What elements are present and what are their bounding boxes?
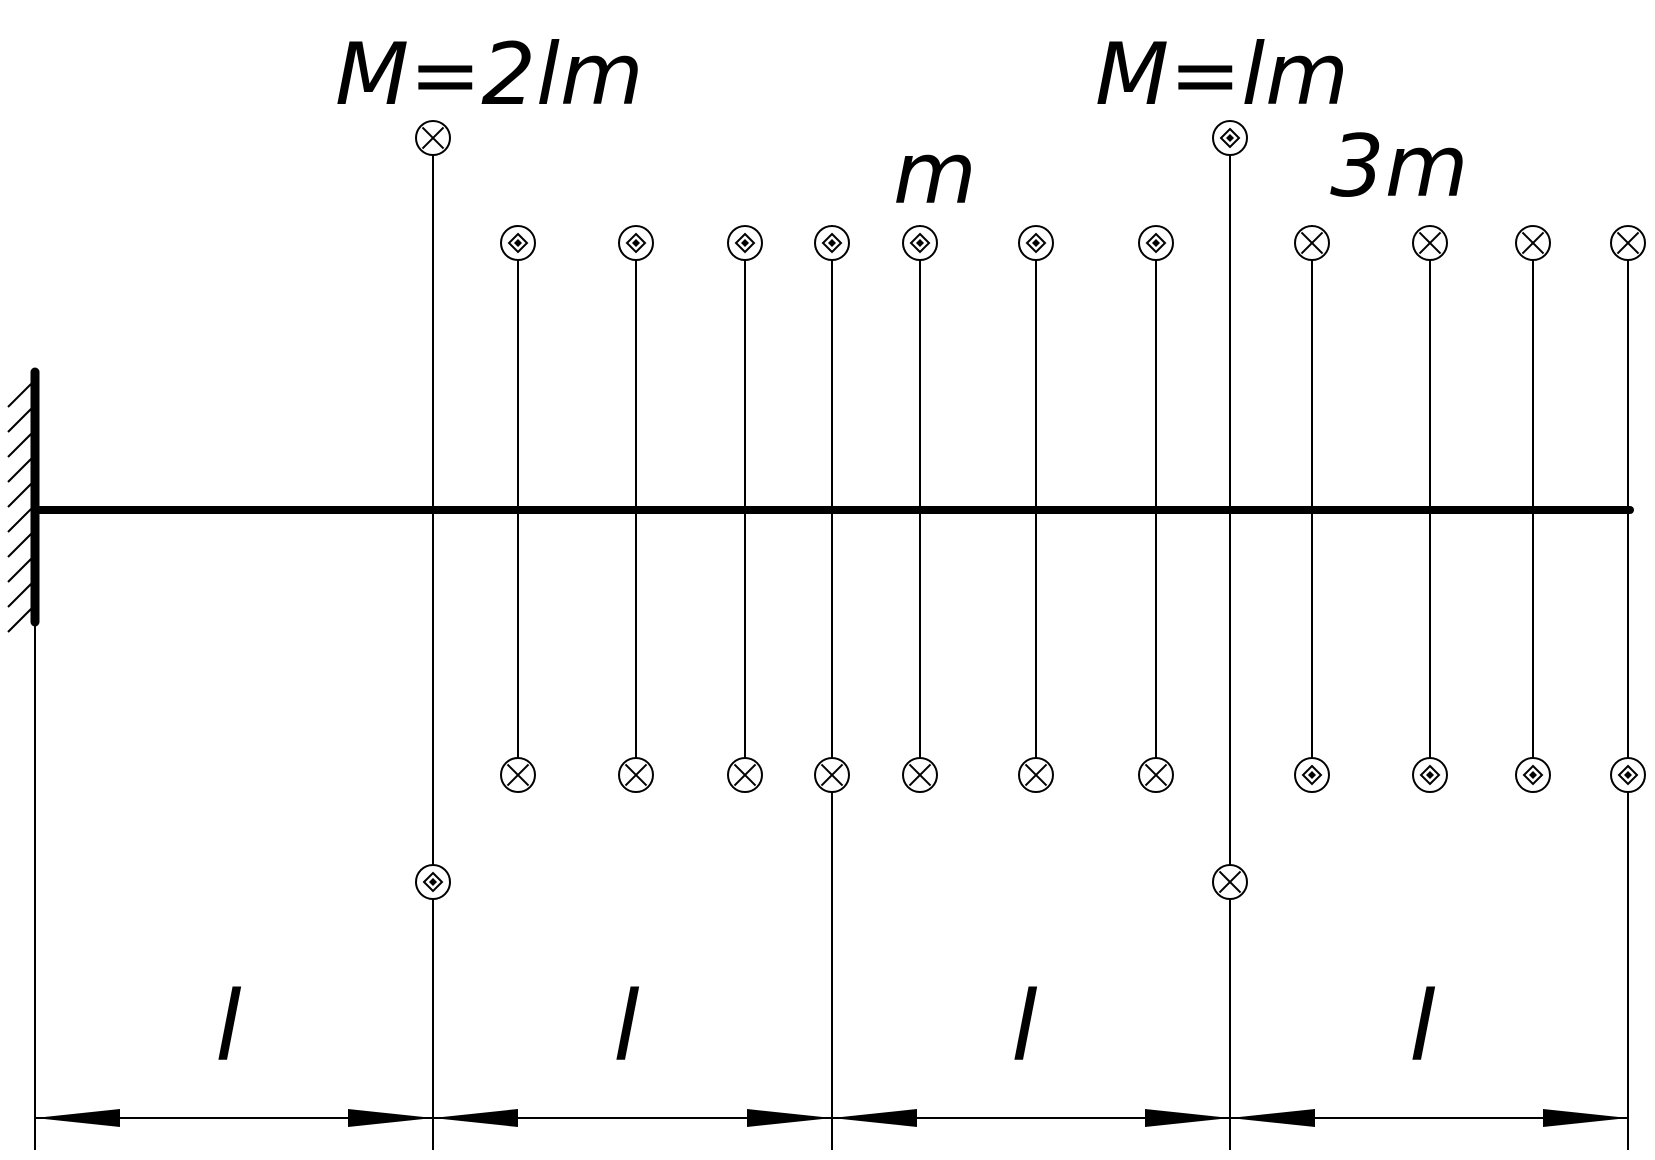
circle-dot-icon (727, 225, 763, 261)
circle-dot-icon (902, 225, 938, 261)
circle-cross-icons (415, 120, 1646, 900)
span-label-2: l (613, 971, 640, 1083)
circle-cross-icon (500, 757, 536, 793)
circle-cross-icon (1610, 225, 1646, 261)
circle-cross-icon (618, 757, 654, 793)
circle-cross-icon (1294, 225, 1330, 261)
circle-dot-icon (1138, 225, 1174, 261)
circle-cross-icon (415, 120, 451, 156)
moment-label-1: M=2lm (335, 25, 644, 125)
circle-cross-icon (814, 757, 850, 793)
circle-dot-icon (814, 225, 850, 261)
span-label-1: l (215, 971, 242, 1083)
circle-cross-icon (1412, 225, 1448, 261)
distributed-label-2: 3m (1330, 117, 1469, 217)
distributed-label-1: m (893, 124, 977, 224)
circle-cross-icon (902, 757, 938, 793)
circle-dot-icon (1212, 120, 1248, 156)
circle-dot-icon (618, 225, 654, 261)
span-label-4: l (1409, 971, 1436, 1083)
moment-label-2: M=lm (1095, 25, 1349, 125)
distributed-moment-lines (517, 243, 1534, 775)
fixed-support (7, 367, 40, 633)
circle-cross-icon (1515, 225, 1551, 261)
extension-lines (34, 138, 1629, 1150)
dimension-arrows (35, 1109, 1628, 1127)
circle-cross-icon (1138, 757, 1174, 793)
dimension-line (35, 1109, 1628, 1127)
circle-cross-icon (1212, 864, 1248, 900)
span-label-3: l (1011, 971, 1038, 1083)
circle-dot-icon (1515, 757, 1551, 793)
circle-cross-icon (727, 757, 763, 793)
circle-dot-icon (1294, 757, 1330, 793)
circle-dot-icons (415, 120, 1646, 900)
circle-dot-icon (1018, 225, 1054, 261)
circle-dot-icon (500, 225, 536, 261)
circle-dot-icon (1412, 757, 1448, 793)
circle-dot-icon (415, 864, 451, 900)
circle-dot-icon (1610, 757, 1646, 793)
circle-cross-icon (1018, 757, 1054, 793)
